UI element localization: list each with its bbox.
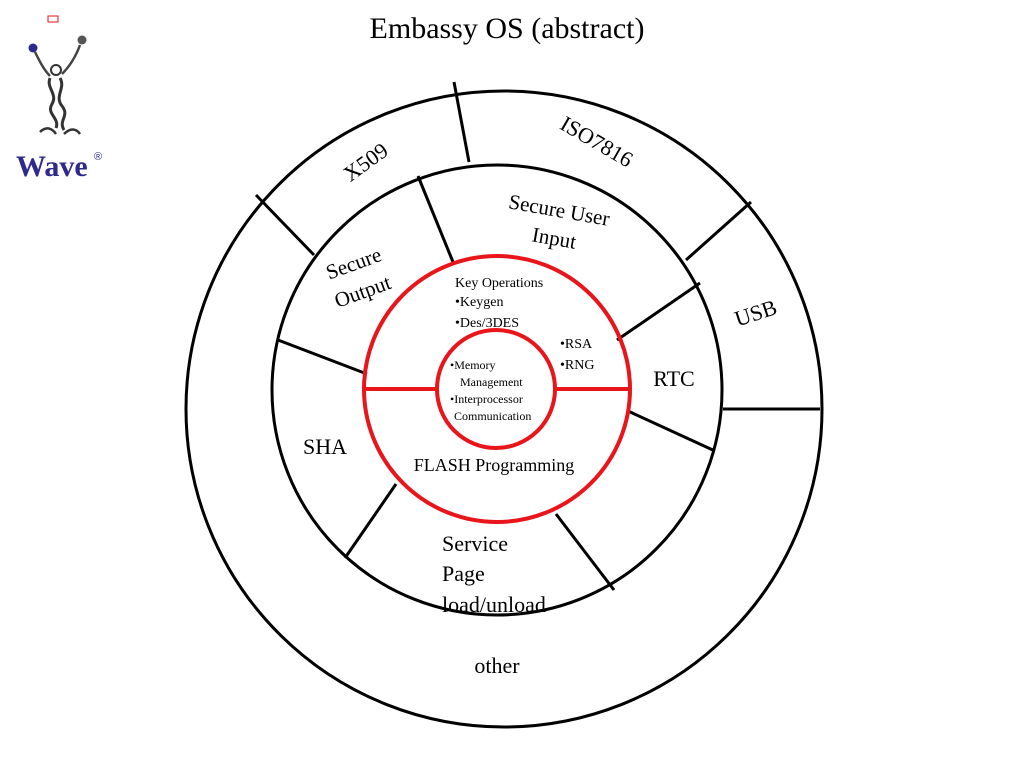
outer-ring-circle bbox=[184, 89, 824, 729]
logo-registered-mark: ® bbox=[94, 151, 102, 163]
juggler-figure-icon bbox=[28, 15, 87, 135]
label-communication: Communication bbox=[454, 409, 531, 423]
label-service-3: load/unload bbox=[442, 592, 546, 617]
middle-ring-circle bbox=[270, 163, 724, 617]
divider-outer-3 bbox=[685, 200, 752, 262]
divider-mid-1 bbox=[416, 175, 455, 263]
wave-logo: Wave ® bbox=[16, 15, 102, 183]
divider-mid-3 bbox=[616, 281, 701, 342]
divider-outer-1 bbox=[452, 81, 471, 163]
label-sha: SHA bbox=[303, 434, 347, 459]
label-interprocessor: •Interprocessor bbox=[450, 392, 523, 406]
label-key-operations: Key Operations bbox=[455, 276, 543, 291]
divider-mid-2 bbox=[277, 338, 368, 376]
label-iso7816: ISO7816 bbox=[556, 111, 637, 172]
logo-text: Wave bbox=[16, 150, 88, 183]
label-x509: X509 bbox=[338, 137, 392, 186]
label-des3des: •Des/3DES bbox=[455, 316, 519, 331]
divider-mid-4 bbox=[627, 409, 716, 453]
label-other: other bbox=[474, 653, 520, 678]
divider-mid-6 bbox=[554, 513, 616, 591]
divider-mid-5 bbox=[343, 483, 398, 559]
label-rng: •RNG bbox=[560, 358, 594, 373]
label-flash-programming: FLASH Programming bbox=[414, 455, 575, 475]
label-memory: •Memory bbox=[450, 358, 496, 372]
label-secure-user-input-1: Secure User bbox=[507, 189, 612, 230]
label-keygen: •Keygen bbox=[455, 295, 503, 310]
label-management: Management bbox=[460, 375, 523, 389]
divider-outer-2 bbox=[254, 193, 316, 257]
page-title: Embassy OS (abstract) bbox=[369, 12, 645, 45]
label-service-1: Service bbox=[442, 531, 508, 556]
label-service-2: Page bbox=[442, 561, 485, 586]
core-center-circle bbox=[435, 328, 557, 450]
label-rsa: •RSA bbox=[560, 337, 593, 352]
label-rtc: RTC bbox=[653, 366, 694, 391]
label-secure-user-input-2: Input bbox=[530, 222, 578, 253]
label-usb: USB bbox=[731, 294, 779, 331]
